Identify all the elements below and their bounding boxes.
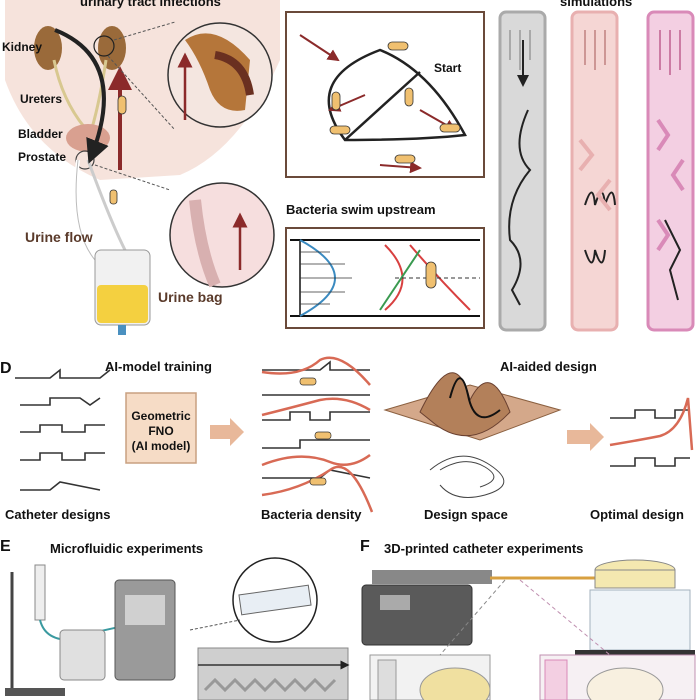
panel-f-title: 3D-printed catheter experiments — [384, 541, 584, 556]
model-line-3: (AI model) — [131, 439, 191, 453]
ai-aided-title: AI-aided design — [500, 359, 597, 374]
kidney-left — [34, 26, 62, 70]
anatomy-illustration — [5, 0, 280, 335]
panel-f-letter: F — [360, 538, 370, 555]
label-kidney: Kidney — [2, 40, 43, 54]
label-design-space: Design space — [424, 507, 508, 522]
label-bacteria-density: Bacteria density — [261, 507, 362, 522]
arrow-2 — [567, 423, 604, 451]
bladder-shape — [66, 124, 110, 152]
label-catheter-designs: Catheter designs — [5, 507, 111, 522]
catheter-experiment-setup — [361, 559, 696, 700]
label-ureters: Ureters — [20, 92, 63, 106]
bacteria-density-plots — [261, 356, 374, 513]
panel-a-title: urinary tract infections — [80, 0, 221, 9]
model-line-2: FNO — [148, 424, 174, 438]
optimal-design-plot — [609, 397, 694, 467]
panel-e-letter: E — [0, 538, 11, 555]
ai-model-box — [125, 392, 197, 464]
label-bladder: Bladder — [18, 127, 63, 141]
upstream-title: Bacteria swim upstream — [286, 202, 436, 217]
incubator-box — [589, 589, 691, 651]
catheter-designs-lines — [15, 368, 111, 491]
microfluidic-setup — [5, 557, 350, 700]
upstream-diagram — [285, 227, 485, 329]
ai-training-title: AI-model training — [105, 359, 212, 374]
label-urine-flow: Urine flow — [25, 229, 93, 245]
label-prostate: Prostate — [18, 150, 67, 164]
design-space-surface — [383, 372, 562, 498]
arrow-1 — [210, 418, 244, 446]
panel-c-title: simulations — [560, 0, 633, 9]
panel-d-letter: D — [0, 360, 12, 377]
zoom-urethra — [169, 182, 275, 288]
label-urine-bag: Urine bag — [158, 289, 223, 305]
model-line-1: Geometric — [131, 409, 191, 423]
channel-image — [197, 647, 349, 700]
pump-unit — [59, 629, 106, 681]
kidney-right — [98, 26, 126, 70]
bacteria-swim-box — [285, 11, 485, 178]
simulation-columns — [498, 10, 695, 332]
panel-e-title: Microfluidic experiments — [50, 541, 204, 556]
syringe-pump — [361, 584, 473, 646]
label-start: Start — [434, 61, 462, 75]
label-optimal-design: Optimal design — [590, 507, 684, 522]
